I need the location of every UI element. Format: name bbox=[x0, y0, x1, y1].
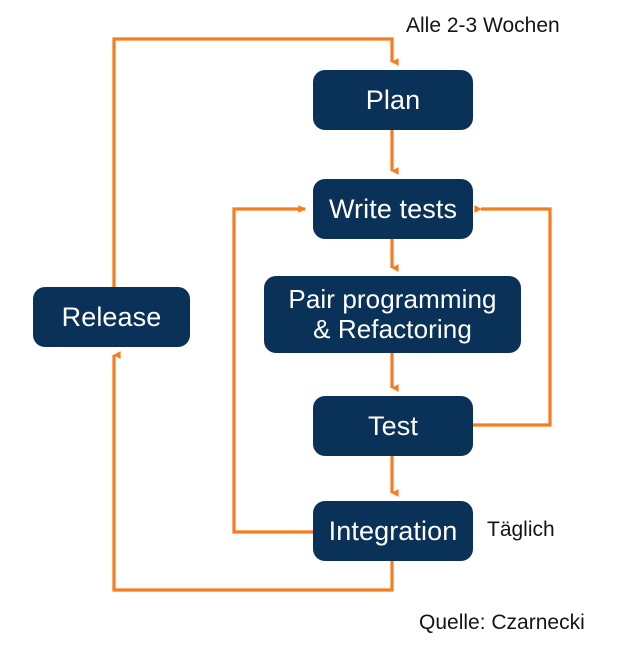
node-test[interactable]: Test bbox=[313, 396, 473, 456]
caption-daily-cadence: Täglich bbox=[487, 518, 555, 541]
node-write-tests[interactable]: Write tests bbox=[313, 179, 473, 239]
node-pair-line-1: Pair programming bbox=[288, 284, 497, 315]
caption-iteration-cadence: Alle 2-3 Wochen bbox=[406, 14, 560, 37]
caption-source: Quelle: Czarnecki bbox=[419, 611, 585, 634]
node-pair-programming[interactable]: Pair programming & Refactoring bbox=[264, 276, 521, 353]
edge-test-to-write bbox=[473, 205, 552, 427]
node-integration[interactable]: Integration bbox=[313, 501, 473, 561]
edge-integration-to-release bbox=[112, 351, 394, 592]
node-release[interactable]: Release bbox=[33, 287, 190, 347]
node-pair-line-2: & Refactoring bbox=[313, 313, 472, 344]
node-release-label: Release bbox=[61, 301, 162, 332]
node-pair-programming-label: Pair programming & Refactoring bbox=[288, 285, 496, 343]
node-plan[interactable]: Plan bbox=[313, 70, 473, 130]
edge-integration-to-write bbox=[232, 205, 313, 534]
edge-release-to-plan bbox=[112, 37, 399, 287]
node-integration-label: Integration bbox=[328, 515, 458, 546]
node-write-tests-label: Write tests bbox=[328, 193, 458, 224]
node-plan-label: Plan bbox=[365, 84, 421, 115]
node-test-label: Test bbox=[368, 410, 418, 441]
